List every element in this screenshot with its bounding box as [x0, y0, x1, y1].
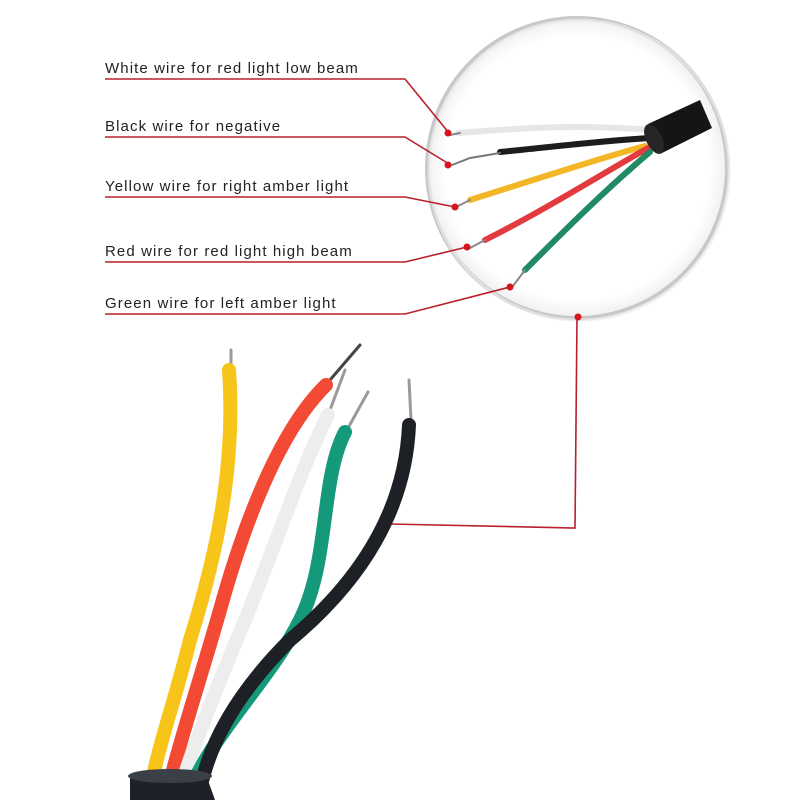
label-green-wire: Green wire for left amber light — [105, 295, 337, 312]
cable-jacket-bottom — [128, 769, 215, 800]
wire-bundle — [143, 343, 416, 797]
callout-dots — [444, 129, 582, 321]
zoomed-wires — [449, 123, 655, 287]
callout-lines — [105, 78, 578, 529]
label-red-wire: Red wire for red light high beam — [105, 243, 353, 260]
label-yellow-wire: Yellow wire for right amber light — [105, 178, 350, 195]
cable-jacket-zoomed — [644, 100, 712, 154]
magnifier-circle — [425, 16, 731, 322]
label-black-wire: Black wire for negative — [105, 118, 282, 135]
label-white-wire: White wire for red light low beam — [105, 60, 359, 77]
